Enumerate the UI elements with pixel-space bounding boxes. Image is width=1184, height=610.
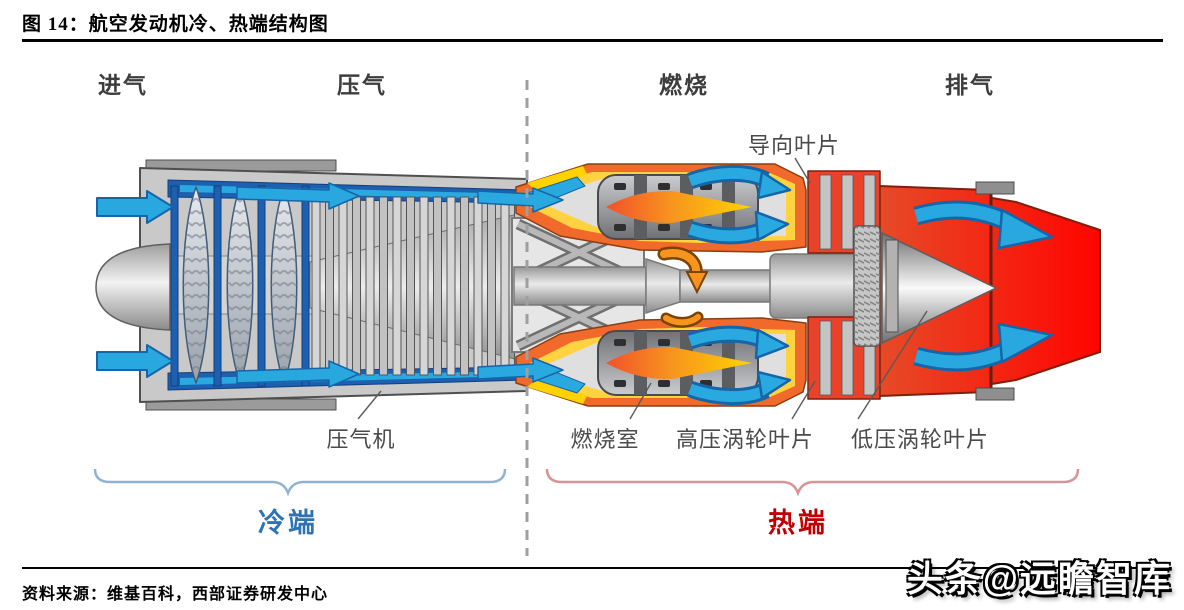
cold-end-brace xyxy=(93,468,507,497)
top-rule xyxy=(22,39,1163,42)
stage-label-compression: 压气 xyxy=(337,72,387,98)
part-label-guide-vane: 导向叶片 xyxy=(747,133,841,158)
part-label-compressor: 压气机 xyxy=(326,427,396,452)
rotation-arrow xyxy=(657,246,709,328)
turbine-disc xyxy=(853,225,899,347)
label-leader-lines xyxy=(357,157,928,420)
flame xyxy=(606,190,752,224)
figure-title: 图 14：航空发动机冷、热端结构图 xyxy=(22,14,329,35)
source-note: 资料来源：维基百科，西部证券研发中心 xyxy=(22,586,329,603)
zone-label-cold-end: 冷端 xyxy=(258,508,318,538)
stage-label-exhaust: 排气 xyxy=(945,72,995,98)
hot-end-brace xyxy=(545,468,1080,497)
fan-blades xyxy=(170,185,310,387)
stage-label-intake: 进气 xyxy=(98,72,148,98)
tail-cone xyxy=(881,231,998,345)
cold-flow-arrows xyxy=(96,182,360,388)
combustor-turbine-band xyxy=(477,163,881,254)
spinner-nose xyxy=(95,243,171,331)
watermark-text: 头条@远瞻智库 xyxy=(906,558,1172,599)
part-label-lp-turbine: 低压涡轮叶片 xyxy=(850,427,990,452)
part-label-hp-turbine: 高压涡轮叶片 xyxy=(675,427,815,452)
bottom-rule xyxy=(22,567,1163,569)
stage-label-combustion: 燃烧 xyxy=(659,72,709,98)
exhaust-flow-arrows xyxy=(913,200,1054,372)
zone-label-hot-end: 热端 xyxy=(768,508,828,538)
part-label-combustor: 燃烧室 xyxy=(570,427,640,452)
